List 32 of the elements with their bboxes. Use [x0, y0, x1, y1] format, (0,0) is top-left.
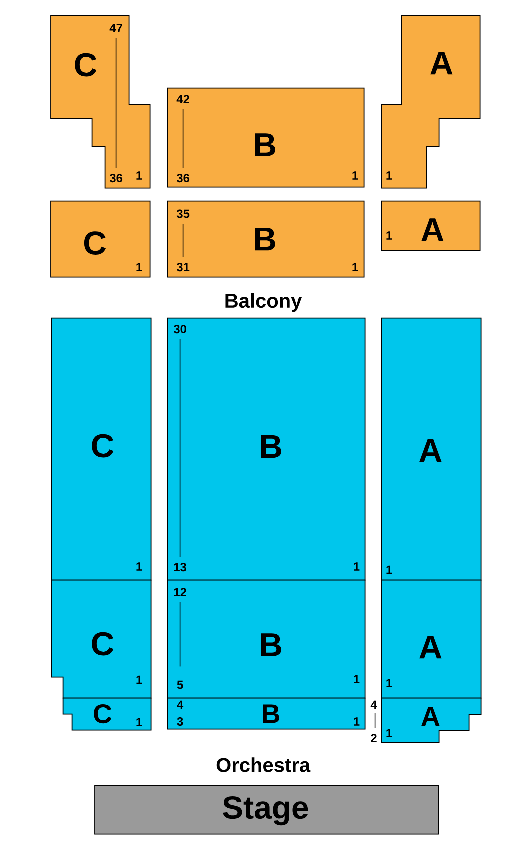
- row-number: 42: [176, 95, 190, 104]
- area-label: Orchestra: [216, 758, 311, 772]
- row-number: 1: [386, 232, 392, 240]
- row-number: 2: [371, 734, 377, 742]
- row-number: 30: [174, 325, 186, 334]
- row-number: 36: [110, 174, 123, 183]
- row-number: 3: [177, 717, 184, 726]
- row-number: 1: [352, 172, 358, 180]
- row-number: 4: [177, 700, 184, 710]
- row-number: 35: [176, 210, 190, 218]
- row-number: 4: [370, 700, 378, 710]
- stage-box: Stage: [94, 785, 440, 835]
- row-number: 1: [136, 263, 142, 272]
- row-number: 1: [136, 562, 142, 571]
- row-number: 47: [110, 24, 122, 32]
- row-number: 1: [136, 676, 142, 684]
- row-number: 13: [174, 563, 187, 572]
- row-number: 1: [136, 718, 142, 726]
- row-number: 1: [386, 729, 392, 738]
- row-number: 1: [386, 566, 392, 574]
- row-number: 1: [352, 263, 358, 272]
- row-number: 31: [176, 263, 190, 272]
- row-number: 1: [354, 562, 360, 571]
- row-number: 12: [174, 588, 186, 596]
- row-number: 1: [386, 172, 392, 180]
- row-number: 1: [354, 675, 360, 684]
- area-label: Balcony: [226, 293, 302, 312]
- row-number: 1: [354, 718, 360, 726]
- row-number: 1: [136, 172, 142, 180]
- row-number: 1: [386, 679, 392, 688]
- row-number: 36: [176, 174, 190, 183]
- row-number: 5: [177, 680, 184, 690]
